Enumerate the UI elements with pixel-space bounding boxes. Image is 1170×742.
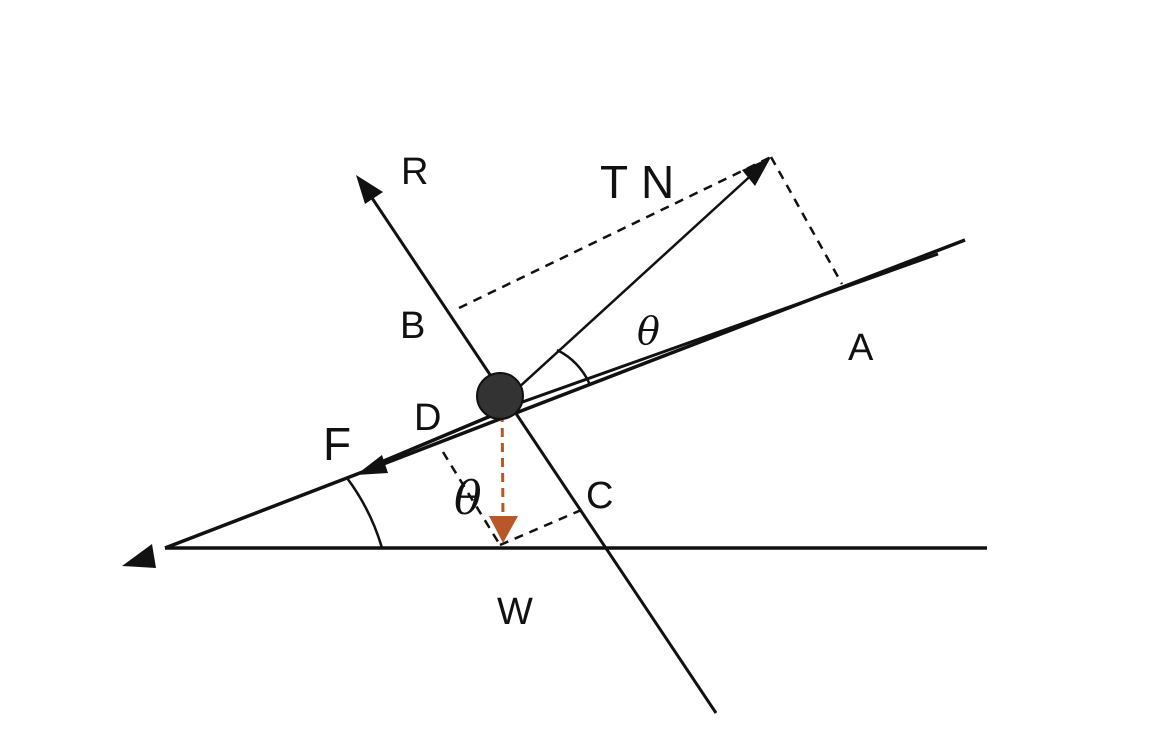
- label-theta-bottom: θ: [454, 471, 482, 525]
- label-a: A: [848, 327, 874, 369]
- label-d: D: [414, 397, 441, 439]
- particle: [476, 372, 524, 420]
- dashed-b-to-tip: [458, 155, 772, 310]
- label-t: T: [600, 156, 628, 208]
- label-r: R: [401, 151, 428, 193]
- tn-arrowhead: [742, 157, 771, 186]
- normal-line: [366, 191, 718, 714]
- tn-vector: [504, 169, 758, 401]
- f-vector: [371, 408, 506, 468]
- dashed-w-to-c: [499, 506, 587, 547]
- label-n: N: [641, 156, 674, 208]
- dashed-tip-to-a: [769, 156, 844, 285]
- dashed-d-to-w: [441, 451, 502, 546]
- label-w: W: [497, 591, 533, 633]
- theta-arc-top: [556, 348, 592, 386]
- incline-arrowhead: [122, 544, 156, 568]
- incline-line-thick: [499, 252, 939, 412]
- label-c: C: [586, 475, 613, 517]
- r-arrowhead: [356, 175, 383, 204]
- angle-arc-incline: [345, 477, 384, 549]
- label-b: B: [400, 305, 425, 347]
- f-arrowhead: [356, 455, 388, 475]
- label-f: F: [323, 418, 351, 470]
- label-theta-top: θ: [637, 309, 660, 353]
- weight-arrowhead: [489, 516, 518, 543]
